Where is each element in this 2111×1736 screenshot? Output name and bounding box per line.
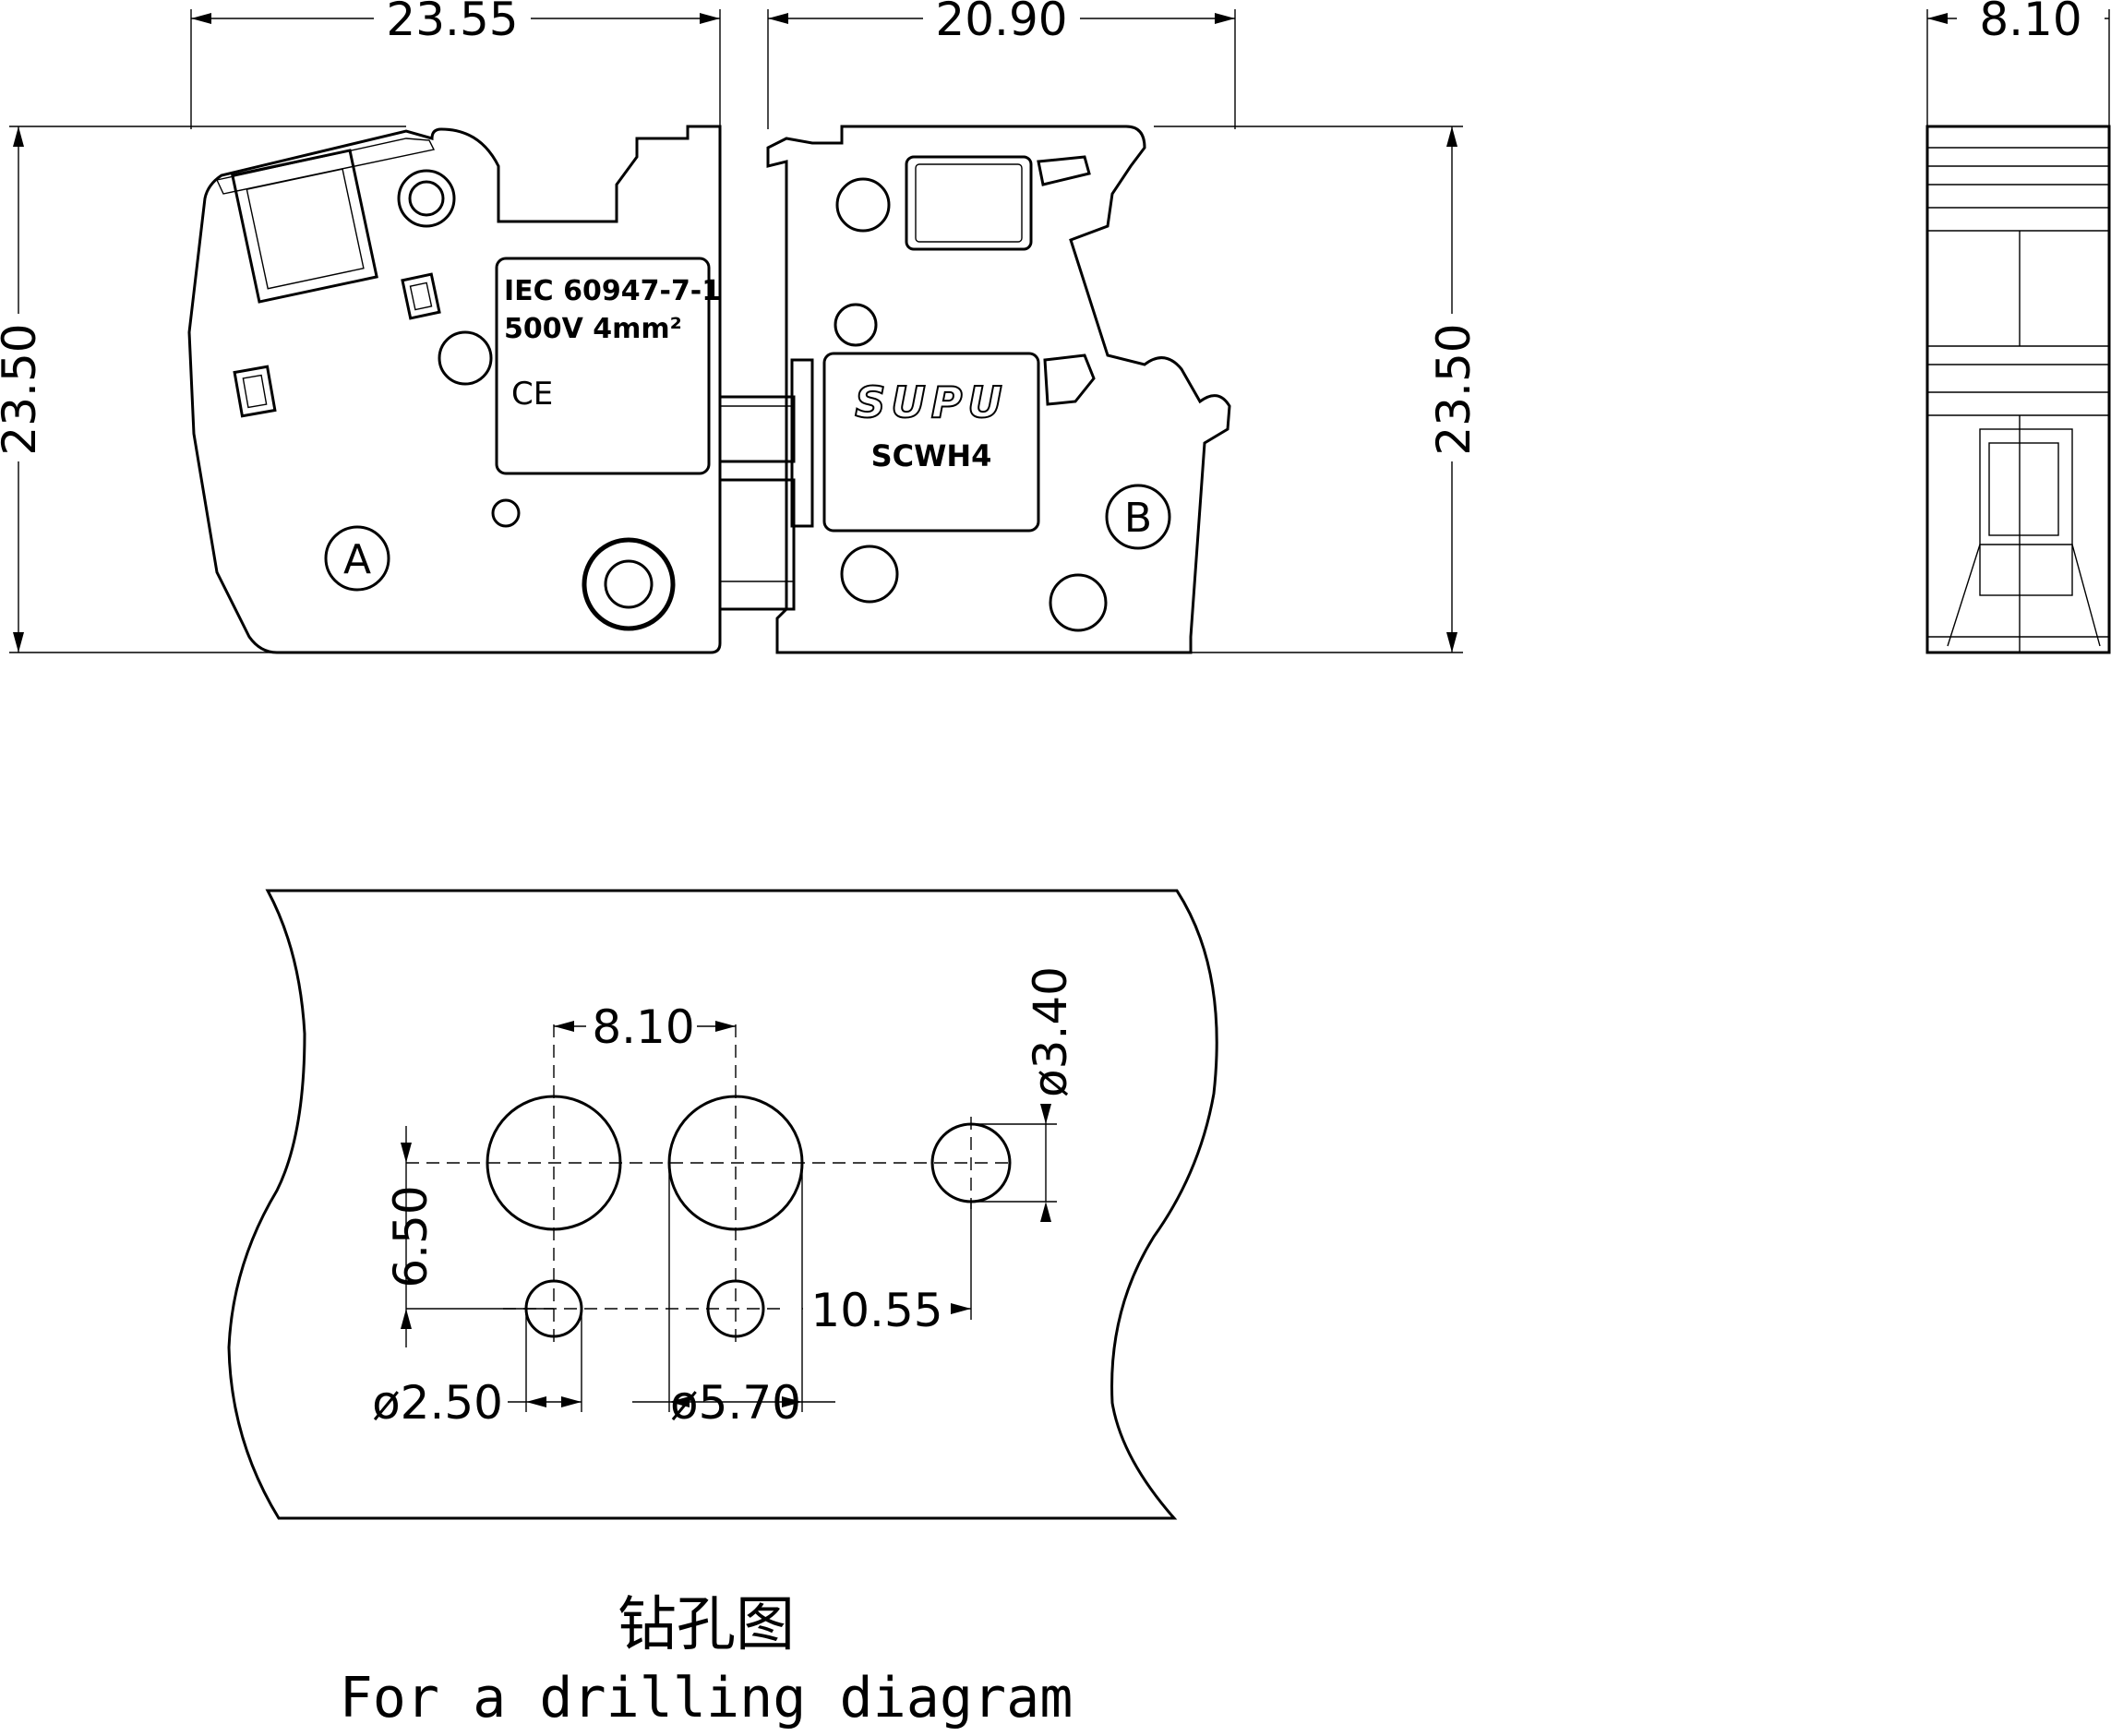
- top-dimensions: 23.55 20.90 8.10: [190, 0, 2110, 129]
- block-side-a: IEC 60947-7-1 500V 4mm² CE A: [187, 125, 722, 654]
- dim-side-hole: ø3.40: [1024, 966, 1077, 1097]
- dim-large-hole: ø5.70: [670, 1376, 801, 1430]
- drilling-dimensions: 8.10 6.50 ø2.50 ø5.70 10.55 ø3.40: [372, 966, 1077, 1430]
- brand-logo: SUPU: [855, 377, 1008, 427]
- dim-left-width: 23.55: [386, 0, 518, 46]
- drilling-plate: [227, 889, 1218, 1520]
- iec-standard-label: IEC 60947-7-1: [504, 275, 721, 307]
- height-dimensions: 23.50 23.50: [0, 126, 1481, 653]
- dim-right-height: 23.50: [1427, 323, 1481, 455]
- dim-pitch: 8.10: [592, 1000, 694, 1054]
- block-side-b: SUPU SCWH4 B: [766, 125, 1231, 654]
- dim-left-height: 23.50: [0, 323, 46, 455]
- caption: 钻孔图 For a drilling diagram: [340, 1591, 1073, 1730]
- side-a-mark: A: [343, 536, 371, 583]
- dim-offset: 10.55: [810, 1284, 942, 1337]
- caption-chinese: 钻孔图: [618, 1591, 795, 1659]
- ce-mark: CE: [511, 376, 553, 413]
- dim-right-width: 8.10: [1979, 0, 2081, 46]
- model-label: SCWH4: [871, 438, 992, 473]
- side-b-mark: B: [1124, 495, 1152, 542]
- dim-row-spacing: 6.50: [384, 1185, 438, 1287]
- caption-english: For a drilling diagram: [340, 1666, 1073, 1730]
- rating-label: 500V 4mm²: [504, 313, 682, 345]
- center-connector: [718, 358, 814, 611]
- dim-middle-width: 20.90: [935, 0, 1067, 46]
- side-view: [1925, 125, 2111, 654]
- dim-small-hole: ø2.50: [372, 1376, 503, 1430]
